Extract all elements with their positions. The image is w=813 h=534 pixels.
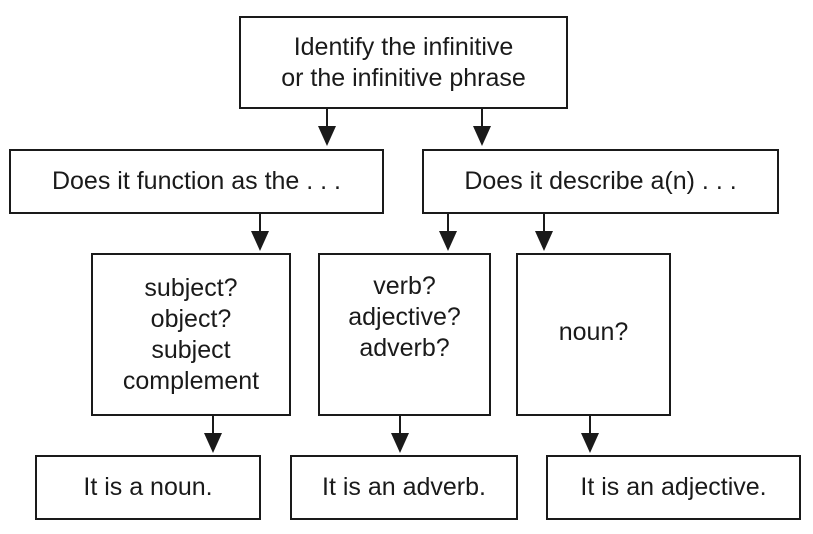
start-line-2: or the infinitive phrase [281,63,526,92]
result-adjective-text: It is an adjective. [580,473,767,501]
noun-option-1: subject? [144,273,238,302]
arrowhead-adjective-options-to-result [581,433,599,453]
adverb-option-1: verb? [373,272,436,300]
result-adjective-box: It is an adjective. [546,455,801,520]
arrowhead-adverb-options-to-result [391,433,409,453]
noun-option-3: subject [151,335,231,364]
result-noun-box: It is a noun. [35,455,261,520]
arrowhead-function-to-noun-options [251,231,269,251]
describe-question-text: Does it describe a(n) . . . [464,167,737,195]
arrowhead-noun-options-to-result [204,433,222,453]
result-adverb-text: It is an adverb. [322,473,486,501]
noun-options-box: subject? object? subject complement [91,253,291,416]
adjective-option-1: noun? [558,318,629,346]
arrowhead-describe-to-adjective-options [535,231,553,251]
adverb-option-3: adverb? [359,334,450,362]
noun-option-4: complement [122,366,260,395]
arrowhead-start-to-function [318,126,336,146]
result-noun-text: It is a noun. [83,473,213,501]
describe-question-box: Does it describe a(n) . . . [422,149,779,214]
start-box: Identify the infinitive or the infinitiv… [239,16,568,109]
noun-option-2: object? [150,304,232,333]
function-question-text: Does it function as the . . . [51,167,342,195]
arrowhead-start-to-describe [473,126,491,146]
result-adverb-box: It is an adverb. [290,455,518,520]
adverb-options-box: verb? adjective? adverb? [318,253,491,416]
adverb-option-2: adjective? [348,303,461,331]
adjective-options-box: noun? [516,253,671,416]
function-question-box: Does it function as the . . . [9,149,384,214]
arrowhead-describe-to-adverb-options [439,231,457,251]
start-line-1: Identify the infinitive [293,32,514,61]
